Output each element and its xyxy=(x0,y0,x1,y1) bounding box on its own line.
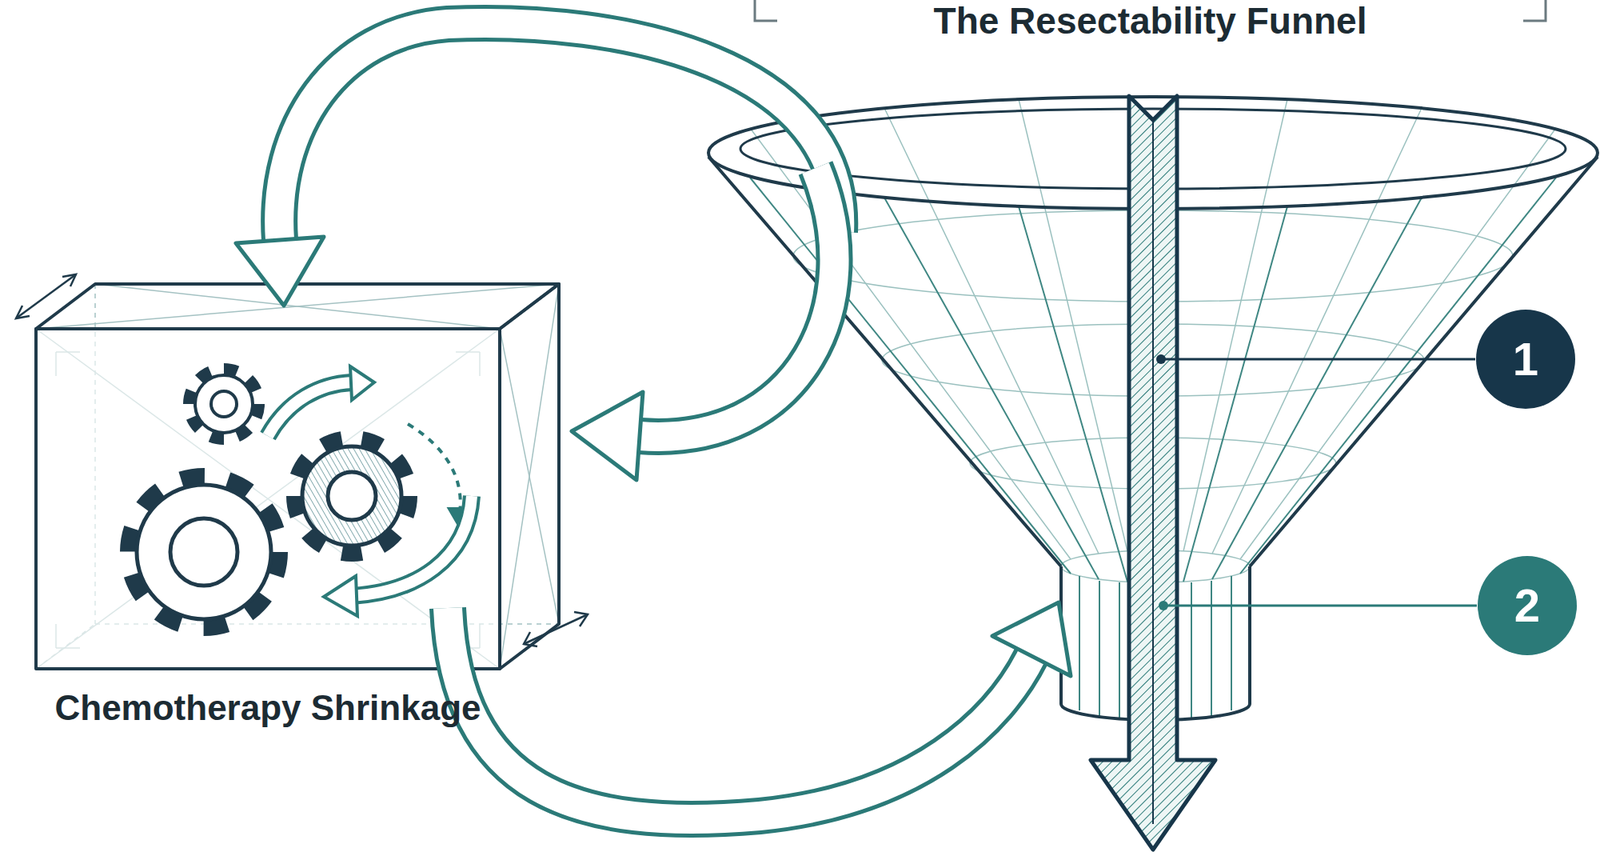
callouts xyxy=(1156,309,1577,655)
callout-number: 1 xyxy=(1512,335,1539,383)
callout-number: 2 xyxy=(1514,582,1541,629)
chemo-box xyxy=(15,274,588,669)
flow-arrow xyxy=(1090,95,1216,850)
diagram-title: The Resectability Funnel xyxy=(754,0,1546,43)
process-box: Chemotherapy Shrinkage xyxy=(35,283,560,669)
node-heading: Chemotherapy Shrinkage xyxy=(35,687,500,727)
